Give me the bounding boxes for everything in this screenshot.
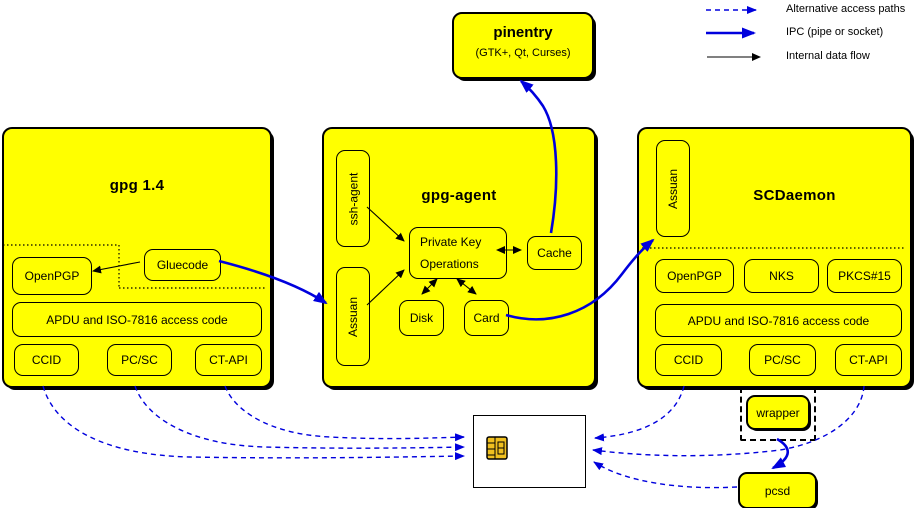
scdaemon-pkcs15-node: PKCS#15 (827, 259, 902, 293)
gpg14-gluecode-node: Gluecode (144, 249, 221, 281)
gpg-agent-box: gpg-agent ssh-agent Assuan Private Key O… (322, 127, 596, 388)
scdaemon-pcsc-node: PC/SC (749, 344, 816, 376)
pcsd-node: pcsd (738, 472, 817, 508)
ssh-agent-label: ssh-agent (346, 172, 361, 225)
private-key-operations-node: Private Key Operations (409, 227, 507, 279)
wrapper-node: wrapper (746, 395, 810, 430)
alt-scdaemon-ccid-to-card (594, 385, 685, 442)
gpg14-box: gpg 1.4 OpenPGP Gluecode APDU and ISO-78… (2, 127, 272, 388)
disk-node: Disk (399, 300, 444, 336)
card-node: Card (464, 300, 509, 336)
scdaemon-nks-node: NKS (744, 259, 819, 293)
alt-gpg14-ccid-to-card (42, 385, 465, 461)
gpg14-openpgp-node: OpenPGP (12, 257, 92, 295)
pko-line1: Private Key (420, 235, 482, 249)
alt-pcsd-to-card (593, 461, 738, 489)
gpg14-title: gpg 1.4 (109, 177, 165, 194)
pinentry-title: pinentry (493, 24, 553, 41)
alt-gpg14-ctapi-to-card (224, 385, 465, 442)
gpg-agent-title: gpg-agent (421, 187, 497, 204)
scdaemon-ccid-node: CCID (655, 344, 722, 376)
legend-alternative-access-paths: Alternative access paths (786, 3, 906, 15)
scdaemon-openpgp-node: OpenPGP (655, 259, 734, 293)
cache-node: Cache (527, 236, 582, 270)
scdaemon-box: SCDaemon Assuan OpenPGP NKS PKCS#15 APDU… (637, 127, 912, 388)
pinentry-box: pinentry (GTK+, Qt, Curses) (452, 12, 594, 79)
legend-internal-data-flow: Internal data flow (786, 50, 870, 62)
ipc-wrapper-to-pcsd (771, 437, 790, 470)
scdaemon-title: SCDaemon (753, 187, 836, 204)
gpg14-ccid-node: CCID (14, 344, 79, 376)
scdaemon-apdu-node: APDU and ISO-7816 access code (655, 304, 902, 337)
gpg14-apdu-node: APDU and ISO-7816 access code (12, 302, 262, 337)
scdaemon-ctapi-node: CT-API (835, 344, 902, 376)
pko-line2: Operations (420, 257, 479, 271)
smartcard (473, 415, 586, 488)
gpg-agent-assuan-label: Assuan (346, 296, 360, 337)
alt-scdaemon-ctapi-to-card (592, 385, 865, 457)
pinentry-subtitle: (GTK+, Qt, Curses) (475, 47, 571, 59)
gpg-agent-assuan-node: Assuan (336, 267, 370, 366)
gpg14-ctapi-node: CT-API (195, 344, 262, 376)
legend-ipc: IPC (pipe or socket) (786, 26, 884, 38)
gpg-agent-ssh-agent-node: ssh-agent (336, 150, 370, 247)
wrapper-dashed-box: wrapper (740, 387, 816, 441)
smartcard-chip-icon (486, 436, 508, 460)
scdaemon-assuan-label: Assuan (666, 168, 680, 209)
gpg14-pcsc-node: PC/SC (107, 344, 172, 376)
alt-gpg14-pcsc-to-card (134, 385, 465, 452)
scdaemon-assuan-node: Assuan (656, 140, 690, 237)
